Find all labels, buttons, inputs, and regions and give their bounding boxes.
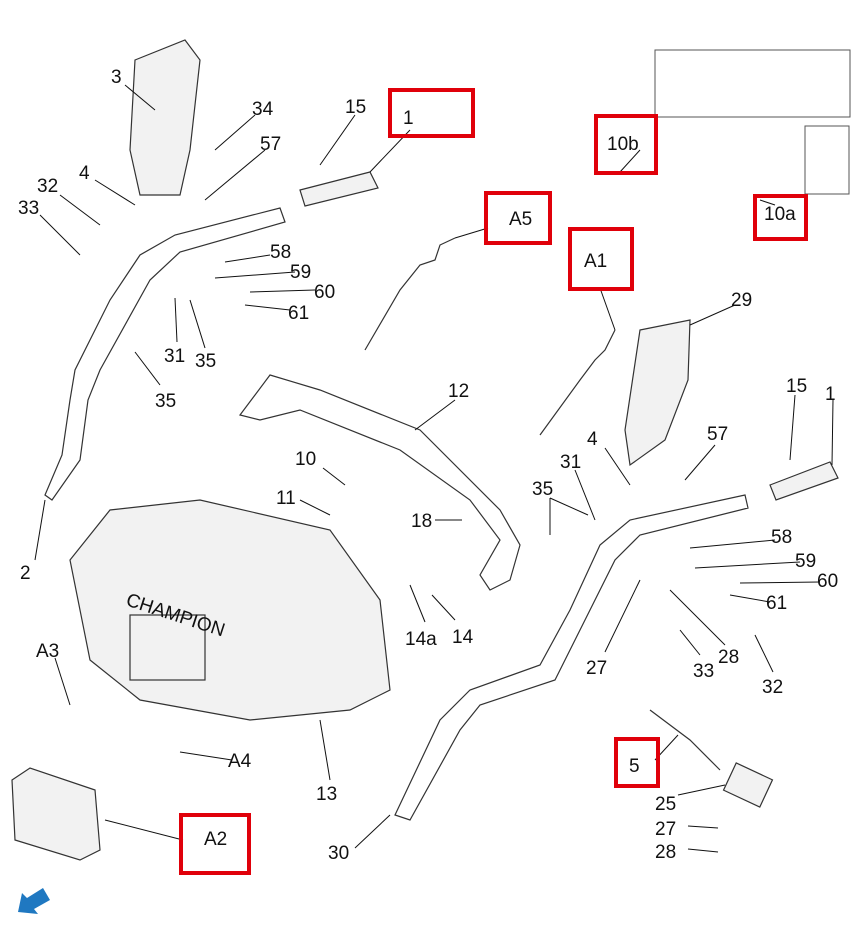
callout-18: 18 xyxy=(411,511,432,532)
callout-31: 31 xyxy=(164,346,185,367)
cable-5 xyxy=(649,709,721,771)
callout-28: 28 xyxy=(655,842,676,863)
callout-30: 30 xyxy=(328,843,349,864)
highlight-label-A1[interactable]: A1 xyxy=(584,251,607,272)
cable-a5 xyxy=(364,237,456,351)
callout-15: 15 xyxy=(786,376,807,397)
callout-27: 27 xyxy=(586,658,607,679)
callout-29: 29 xyxy=(731,290,752,311)
callout-A3: A3 xyxy=(36,641,59,662)
callout-12: 12 xyxy=(448,381,469,402)
highlight-box-A2[interactable] xyxy=(179,813,251,875)
cable-connector xyxy=(722,762,774,808)
arrow-down-left-icon[interactable] xyxy=(18,888,50,914)
cable-a1 xyxy=(539,329,616,436)
right-grip xyxy=(624,319,691,467)
right-tube xyxy=(769,461,839,501)
callout-34: 34 xyxy=(252,99,274,120)
callout-61: 61 xyxy=(288,303,309,324)
callout-4: 4 xyxy=(587,429,598,450)
callout-32: 32 xyxy=(762,677,783,698)
highlight-box-10a[interactable] xyxy=(753,194,808,241)
callout-13: 13 xyxy=(316,784,337,805)
engine-hood xyxy=(69,499,391,721)
hood-window xyxy=(129,614,206,681)
callout-35: 35 xyxy=(195,351,216,372)
callout-60: 60 xyxy=(817,571,838,592)
callout-14: 14 xyxy=(452,627,474,648)
callout-28: 28 xyxy=(718,647,739,668)
callout-59: 59 xyxy=(795,551,816,572)
callout-15: 15 xyxy=(345,97,366,118)
callout-35: 35 xyxy=(532,479,553,500)
callout-11: 11 xyxy=(276,488,296,509)
callout-61: 61 xyxy=(766,593,787,614)
callout-3: 3 xyxy=(111,67,122,88)
callout-58: 58 xyxy=(771,527,792,548)
callout-58: 58 xyxy=(270,242,291,263)
kit-10b-box xyxy=(654,49,851,118)
leader-lines xyxy=(34,84,834,853)
highlight-label-1[interactable]: 1 xyxy=(403,108,414,129)
highlight-label-10b[interactable]: 10b xyxy=(607,134,639,155)
highlight-label-5[interactable]: 5 xyxy=(629,756,640,777)
callout-57: 57 xyxy=(260,134,281,155)
callout-10: 10 xyxy=(295,449,316,470)
callout-35: 35 xyxy=(155,391,176,412)
callout-4: 4 xyxy=(79,163,90,184)
callout-25: 25 xyxy=(655,794,676,815)
highlight-box-10b[interactable] xyxy=(594,114,658,175)
highlight-box-A5[interactable] xyxy=(484,191,552,245)
callout-31: 31 xyxy=(560,452,581,473)
callout-57: 57 xyxy=(707,424,728,445)
callout-14a: 14a xyxy=(405,629,437,650)
callout-A4: A4 xyxy=(228,751,252,772)
callout-27: 27 xyxy=(655,819,676,840)
highlight-box-5[interactable] xyxy=(614,737,660,788)
headlight xyxy=(11,767,101,861)
left-handlebar xyxy=(44,207,286,501)
callout-33: 33 xyxy=(693,661,714,682)
highlight-label-10a[interactable]: 10a xyxy=(764,204,796,225)
highlight-box-1[interactable] xyxy=(388,88,475,138)
callout-33: 33 xyxy=(18,198,39,219)
left-tube xyxy=(299,171,379,207)
callout-1: 1 xyxy=(825,384,836,405)
crossbar-bracket xyxy=(238,374,521,591)
right-handlebar xyxy=(394,494,749,821)
callout-2: 2 xyxy=(20,563,31,584)
highlight-box-A1[interactable] xyxy=(568,227,634,291)
callout-60: 60 xyxy=(314,282,335,303)
highlight-label-A5[interactable]: A5 xyxy=(509,209,532,230)
left-grip xyxy=(129,39,201,196)
highlight-label-A2[interactable]: A2 xyxy=(204,829,227,850)
callout-32: 32 xyxy=(37,176,58,197)
kit-10a-box xyxy=(804,125,850,195)
callout-59: 59 xyxy=(290,262,311,283)
